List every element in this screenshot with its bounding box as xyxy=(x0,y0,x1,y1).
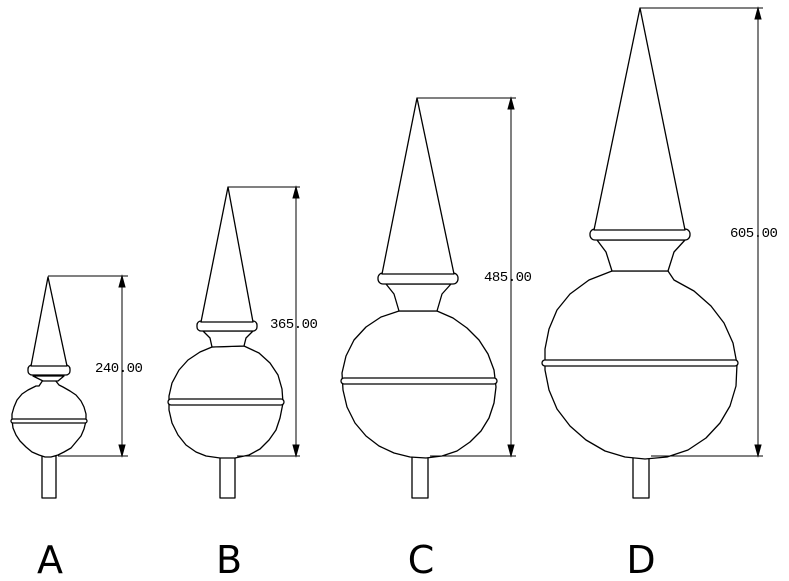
dimension-a-label: 240.00 xyxy=(95,361,143,377)
dimension-c-label: 485.00 xyxy=(484,270,532,286)
finial-b-stem xyxy=(219,455,236,499)
finial-b-letter: B xyxy=(216,538,242,581)
finial-d-spire xyxy=(593,7,686,231)
finial-c-stem xyxy=(411,455,429,499)
finial-a-stem xyxy=(41,455,57,499)
dimension-d-label: 605.00 xyxy=(730,226,778,242)
finial-d-stem xyxy=(632,455,650,499)
finial-b-neck xyxy=(202,330,254,348)
dimension-c xyxy=(417,96,516,458)
finial-a-band xyxy=(10,418,88,424)
finial-d-neck xyxy=(596,239,686,272)
finial-c-band xyxy=(340,377,498,385)
finial-c-spire xyxy=(381,97,455,275)
finial-c xyxy=(340,97,498,499)
dimension-b xyxy=(228,185,300,458)
finial-b-spire xyxy=(200,186,254,323)
finial-b-band xyxy=(167,398,285,406)
finial-a-spire xyxy=(30,276,68,367)
dimension-d xyxy=(640,6,763,458)
finial-a-letter: A xyxy=(37,538,63,581)
finial-a xyxy=(10,276,88,499)
dimension-a xyxy=(48,274,128,458)
finial-c-neck xyxy=(385,283,452,312)
finial-b xyxy=(167,186,285,499)
dimension-b-label: 365.00 xyxy=(270,317,318,333)
finial-d-band xyxy=(541,359,739,367)
finial-c-letter: C xyxy=(408,538,435,581)
finial-d xyxy=(541,7,739,499)
finial-a-neck xyxy=(32,375,65,382)
finial-d-letter: D xyxy=(626,538,655,581)
